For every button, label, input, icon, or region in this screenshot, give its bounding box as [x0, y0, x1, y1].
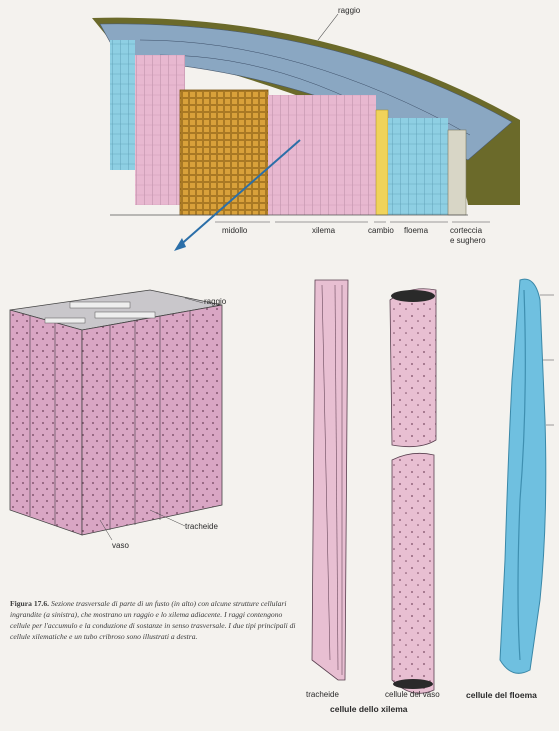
wood-block-diagram	[10, 290, 222, 540]
label-phloem-group: cellule del floema	[466, 690, 537, 700]
label-sughero: e sughero	[450, 236, 486, 245]
cambium-strip	[376, 110, 388, 215]
label-tracheide: tracheide	[306, 690, 339, 699]
label-midollo: midollo	[222, 226, 247, 235]
label-raggio-block: raggio	[204, 297, 226, 306]
vessel-cells	[390, 289, 436, 694]
label-tracheide-block: tracheide	[185, 522, 218, 531]
phloem-right	[388, 118, 448, 215]
label-xilema: xilema	[312, 226, 335, 235]
sieve-tube-cell	[500, 279, 554, 673]
label-xylem-group: cellule dello xilema	[330, 704, 407, 714]
pith-block	[180, 90, 268, 215]
label-vaso: vaso	[112, 541, 129, 550]
figure-caption: Figura 17.6. Sezione trasversale di part…	[10, 598, 300, 642]
figure-number: Figura 17.6.	[10, 599, 49, 608]
label-corteccia: corteccia	[450, 226, 482, 235]
xylem-left	[135, 55, 185, 205]
caption-text: Sezione trasversale di parte di un fusto…	[10, 599, 296, 641]
cork-strip	[448, 130, 466, 215]
tracheid-cell	[312, 280, 348, 680]
label-floema: floema	[404, 226, 428, 235]
label-cambio: cambio	[368, 226, 394, 235]
label-vaso-cells: cellule del vaso	[385, 690, 440, 699]
label-raggio-top: raggio	[338, 6, 360, 15]
phloem-left	[110, 40, 135, 170]
